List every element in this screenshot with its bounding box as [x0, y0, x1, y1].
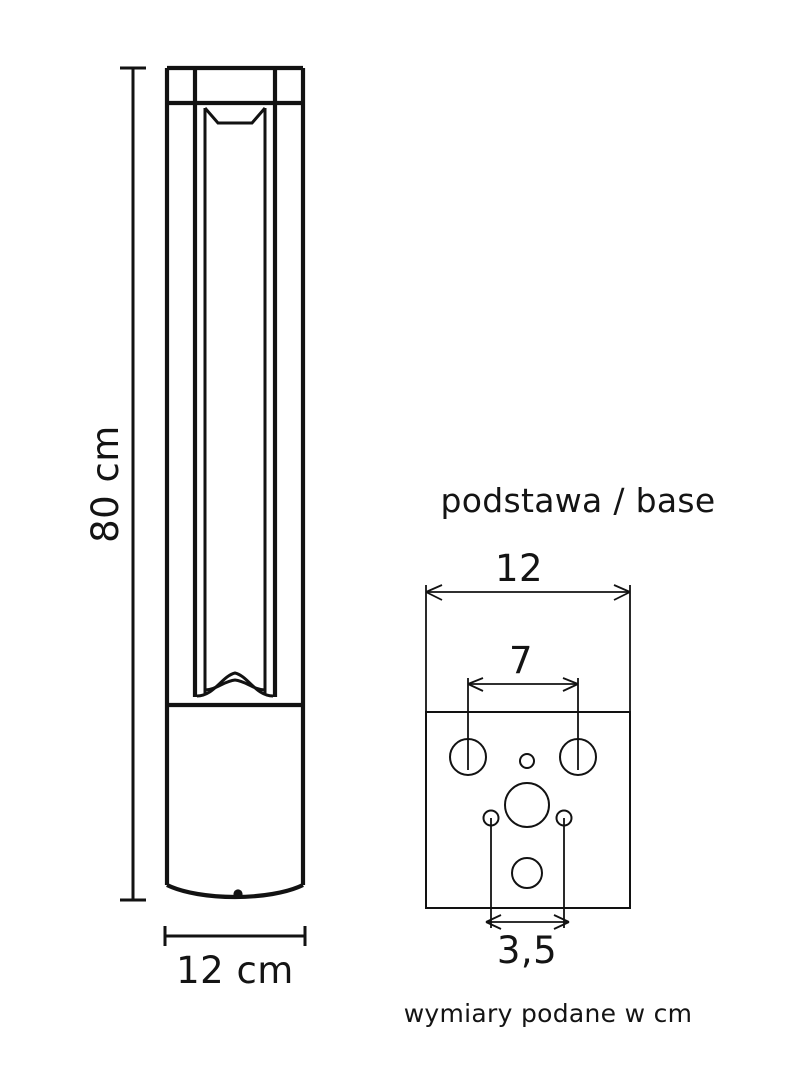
lamp-lower-housing [164, 705, 306, 900]
base-inner-spacing-extension-lines [490, 818, 565, 928]
base-bolt-spacing-dimension [467, 677, 579, 770]
width-dimension-label: 12 cm [176, 949, 294, 992]
base-plate-rect [425, 711, 631, 909]
height-dimension-line [120, 66, 146, 902]
base-section-title: podstawa / base [441, 481, 716, 520]
base-width-dimension [425, 584, 631, 712]
base-inner-spacing-label: 3,5 [497, 929, 557, 972]
base-inner-spacing-dimension [485, 914, 570, 930]
base-plate-group: podstawa / base 12 7 [425, 481, 716, 972]
lamp-elevation-group: 80 cm 12 cm [84, 65, 307, 992]
base-hole-bolt-left [449, 738, 487, 776]
base-hole-bolt-right [559, 738, 597, 776]
lamp-bottom-diffuser [196, 671, 274, 698]
lamp-top-diffuser [203, 107, 267, 125]
housing-screw-dot [233, 889, 243, 899]
lamp-column-lines [164, 103, 306, 705]
base-width-label: 12 [495, 547, 543, 590]
width-dimension-line [163, 926, 307, 946]
base-hole-small-top-center [519, 753, 535, 769]
height-dimension-label: 80 cm [84, 425, 127, 543]
base-bolt-spacing-label: 7 [509, 639, 533, 682]
base-hole-center-large [504, 782, 550, 828]
units-caption: wymiary podane w cm [404, 999, 693, 1028]
base-hole-bottom [511, 857, 543, 889]
lamp-body-outline [164, 65, 306, 106]
